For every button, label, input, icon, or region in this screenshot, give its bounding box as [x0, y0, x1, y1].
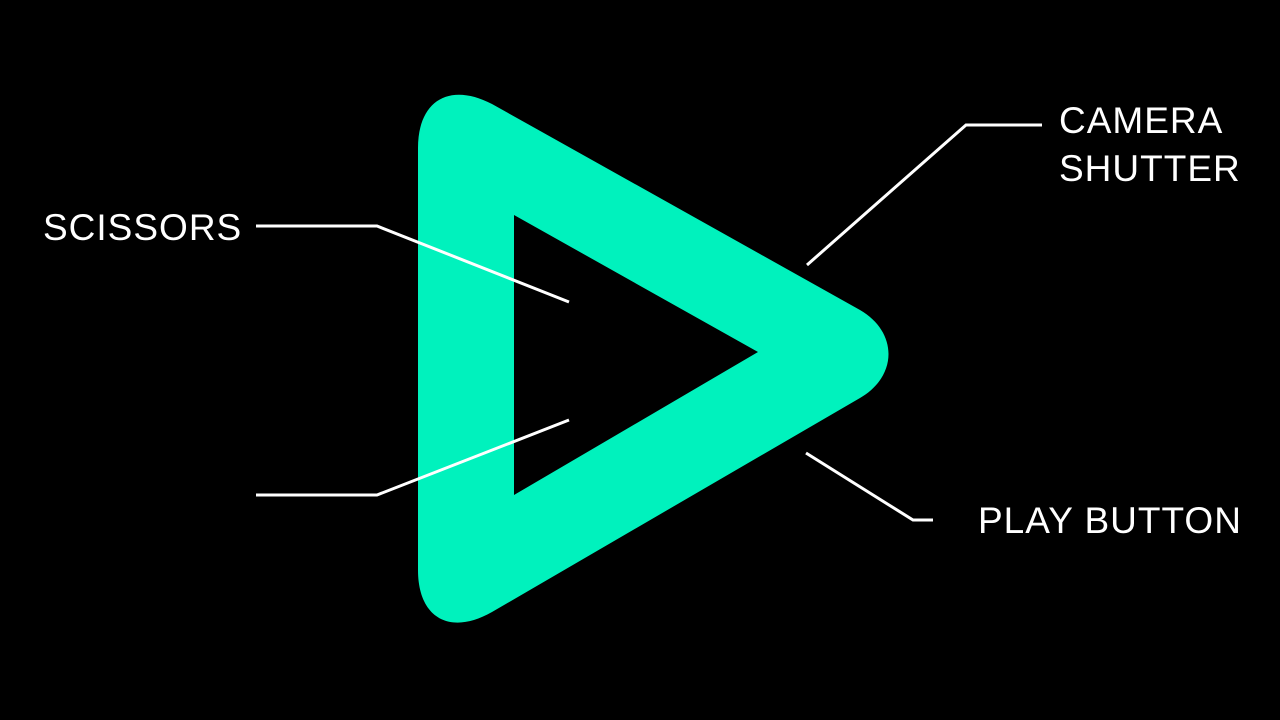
scissors-leader-upper	[256, 224, 570, 304]
camera-shutter-leader	[806, 123, 1042, 267]
play-button-label: PLAY BUTTON	[978, 497, 1242, 545]
scissors-label-text: SCISSORS	[43, 207, 243, 248]
camera-shutter-label-line-2: SHUTTER	[1059, 148, 1241, 189]
camera-shutter-label: CAMERA SHUTTER	[1059, 97, 1241, 193]
play-triangle-icon	[418, 94, 889, 623]
play-button-label-text: PLAY BUTTON	[978, 500, 1242, 541]
play-button-leader	[805, 451, 933, 522]
scissors-leader-lower	[256, 418, 570, 497]
scissors-label: SCISSORS	[43, 204, 242, 252]
camera-shutter-label-line-1: CAMERA	[1059, 100, 1224, 141]
